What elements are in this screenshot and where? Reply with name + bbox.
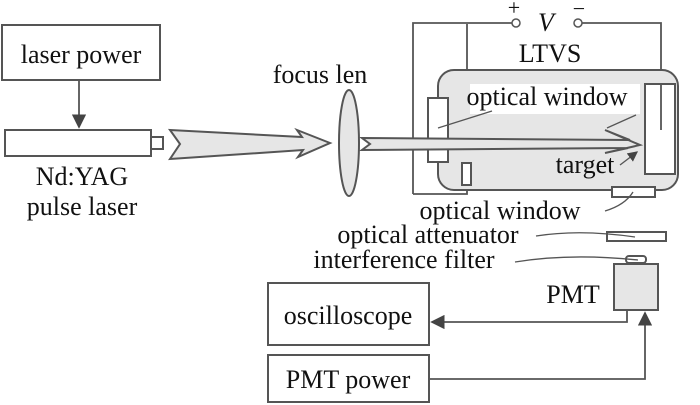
- laser-beam-arrow: [167, 127, 333, 161]
- pmt-to-oscilloscope-arrow: [430, 310, 628, 330]
- voltage-label: V: [538, 8, 557, 37]
- focus-lens-label: focus len: [273, 60, 368, 89]
- interference-filter-label: interference filter: [313, 245, 494, 274]
- terminal-plus: [511, 18, 521, 28]
- pmt-label: PMT: [546, 280, 600, 309]
- optical-window-bottom-pointer: [604, 191, 634, 212]
- pmt-power-box: PMT power: [267, 354, 430, 403]
- chamber-label: LTVS: [519, 39, 582, 68]
- label-backdrop: [470, 84, 640, 114]
- laser-name-line1: Nd:YAG: [36, 162, 128, 191]
- optical-window-left: [427, 97, 449, 163]
- optical-window-bottom-label: optical window: [419, 196, 580, 225]
- laser-name-line2: pulse laser: [27, 192, 138, 221]
- interference-filter-pointer: [514, 256, 639, 263]
- laser-power-box: laser power: [1, 24, 161, 81]
- optical-window-bottom: [611, 186, 656, 198]
- circuit-wire-outer-left: [412, 22, 515, 194]
- optical-window-top-pointer: [437, 110, 493, 129]
- optical-attenuator-pointer: [535, 232, 636, 238]
- oscilloscope-label: oscilloscope: [284, 301, 413, 330]
- voltage-minus: −: [573, 0, 585, 21]
- target-label: target: [556, 150, 615, 179]
- pmt-power-label: PMT power: [286, 365, 411, 394]
- voltage-plus: +: [508, 0, 520, 20]
- pmt: [613, 263, 659, 311]
- bottom-electrode: [461, 162, 472, 186]
- terminal-minus: [573, 18, 583, 28]
- optical-window-top-label: optical window: [466, 82, 627, 111]
- focused-beam: [358, 129, 644, 154]
- optical-attenuator: [606, 231, 667, 242]
- target-plate: [644, 83, 676, 175]
- focus-lens: [338, 89, 360, 197]
- target-pointer: [619, 151, 639, 166]
- nd-yag-laser: Nd:YAG pulse laser: [4, 129, 164, 221]
- optical-attenuator-label: optical attenuator: [337, 220, 519, 249]
- reflection-line: [606, 114, 637, 129]
- laser-power-label: laser power: [21, 40, 142, 69]
- oscilloscope-box: oscilloscope: [267, 282, 430, 346]
- pmt-power-to-pmt-arrow: [429, 311, 653, 380]
